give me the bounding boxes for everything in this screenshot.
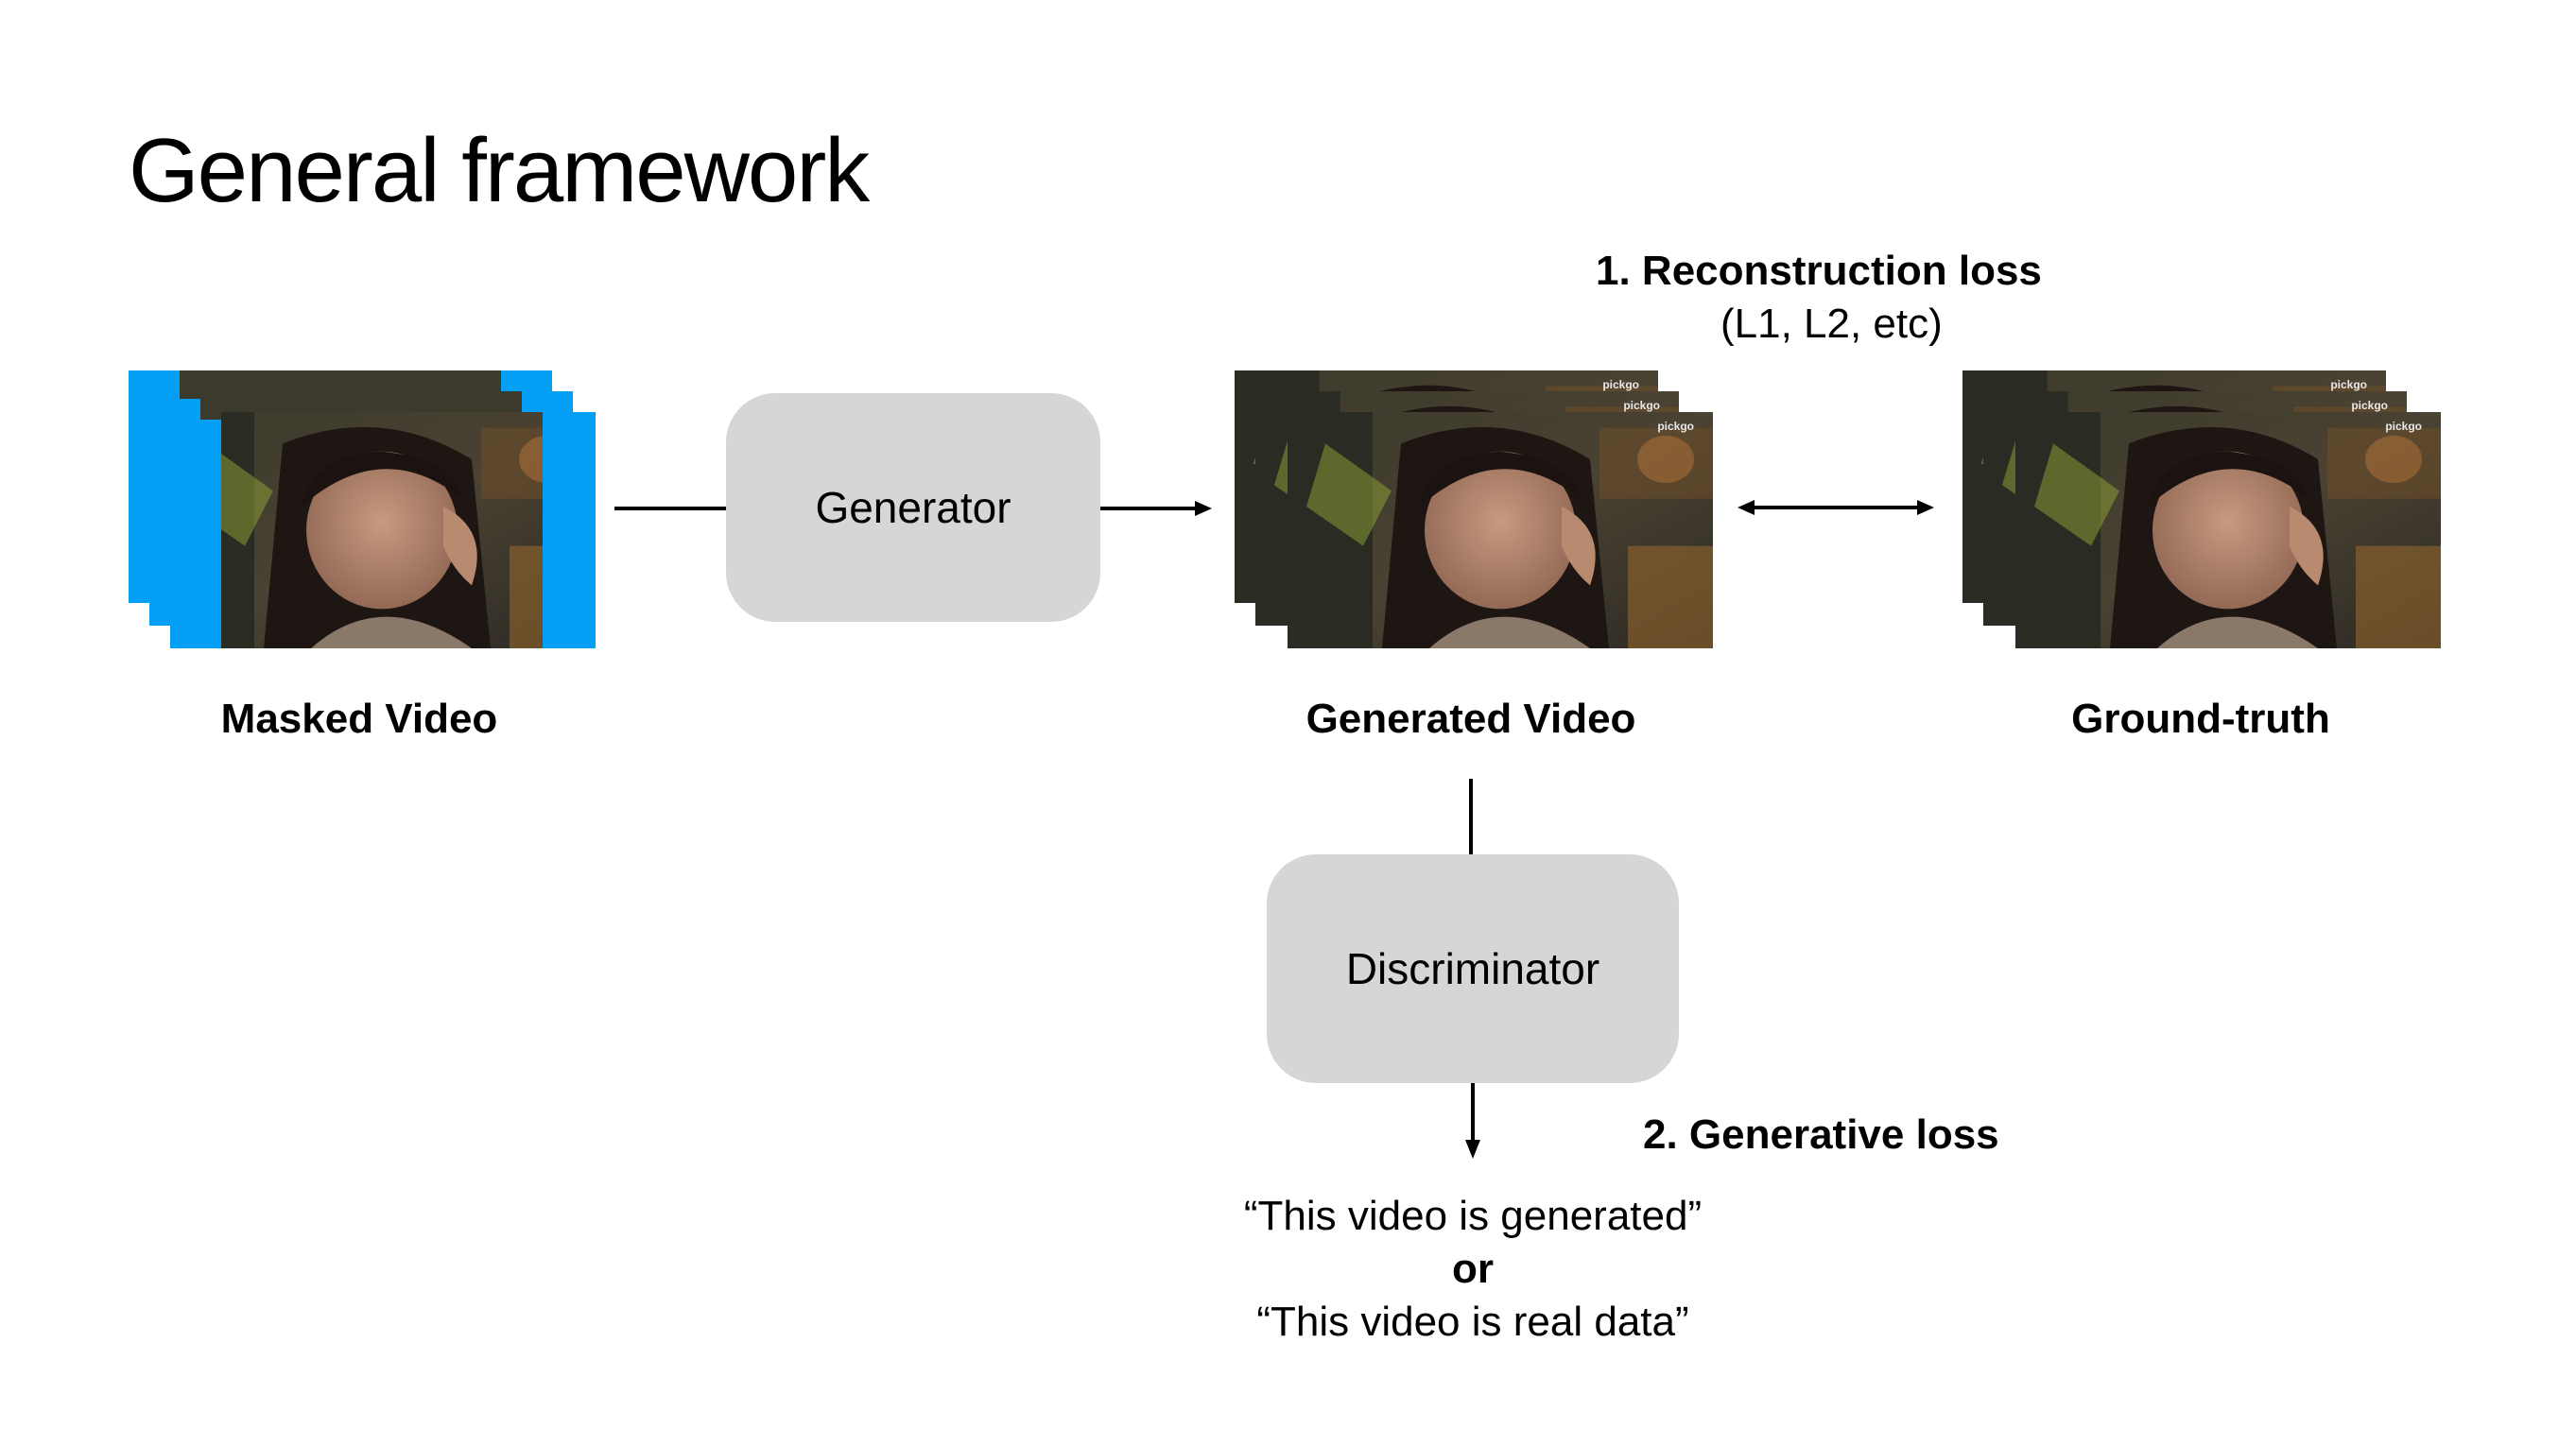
ground-truth-label: Ground-truth: [2071, 696, 2330, 742]
output-real-text: “This video is real data”: [1256, 1299, 1689, 1345]
generated-frame-back: pickgo: [1235, 370, 1658, 603]
arrow-masked-to-generator: [614, 507, 728, 510]
watermark-text: pickgo: [2330, 378, 2367, 391]
arrow-generated-to-discriminator: [1469, 779, 1473, 854]
ground-truth-frame-back: pickgo: [1962, 370, 2386, 603]
ground-truth-frame-front: pickgo: [2015, 412, 2441, 648]
output-generated-text: “This video is generated”: [1243, 1193, 1703, 1239]
reconstruction-loss-detail: (L1, L2, etc): [1720, 301, 1943, 347]
generator-box: Generator: [726, 393, 1100, 622]
watermark-text: pickgo: [2385, 420, 2422, 433]
generated-frame-middle: pickgo: [1255, 391, 1679, 626]
watermark-text: pickgo: [2351, 399, 2388, 412]
arrow-discriminator-to-output: [1465, 1083, 1480, 1159]
reconstruction-loss-title: 1. Reconstruction loss: [1596, 248, 2042, 294]
ground-truth-frame-middle: pickgo: [1983, 391, 2407, 626]
generator-label: Generator: [815, 483, 1011, 532]
page-title: General framework: [129, 120, 870, 221]
generated-video-label: Generated Video: [1305, 696, 1636, 742]
output-or-text: or: [1452, 1246, 1494, 1292]
arrow-generator-to-generated: [1100, 501, 1212, 516]
masked-frame-image-front: [221, 412, 543, 648]
masked-video-label: Masked Video: [220, 696, 498, 742]
discriminator-box: Discriminator: [1267, 854, 1679, 1083]
reconstruction-loss-arrow: [1738, 500, 1934, 515]
generative-loss-title: 2. Generative loss: [1643, 1111, 1999, 1158]
generated-frame-front: pickgo: [1288, 412, 1713, 648]
watermark-text: pickgo: [1623, 399, 1660, 412]
discriminator-label: Discriminator: [1345, 944, 1600, 993]
watermark-text: pickgo: [1657, 420, 1694, 433]
watermark-text: pickgo: [1602, 378, 1639, 391]
